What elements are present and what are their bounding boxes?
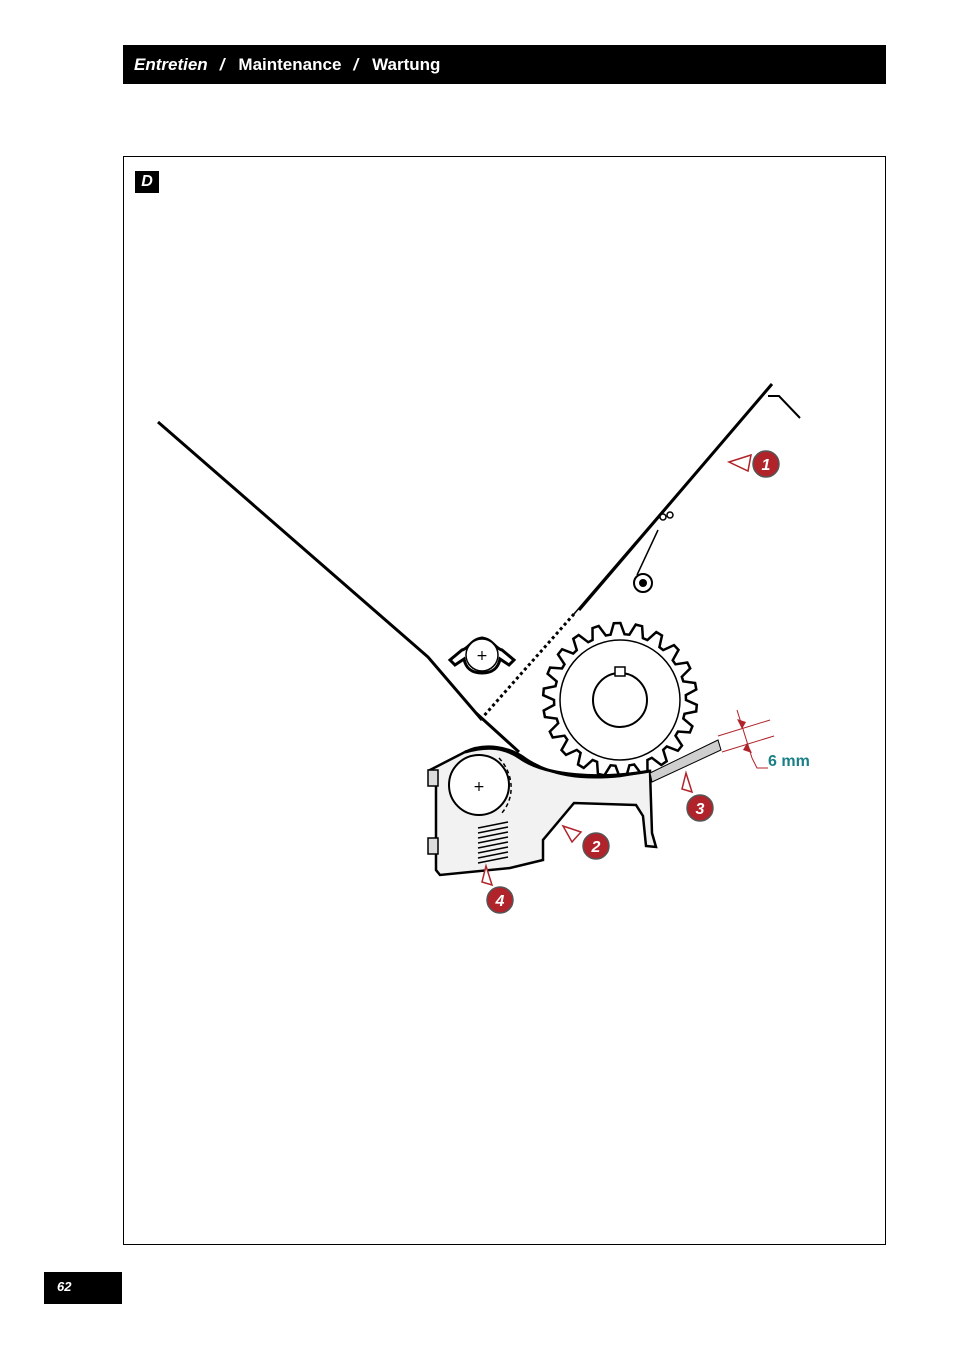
- page-number: 62: [44, 1272, 122, 1304]
- callout-4: 4: [487, 887, 513, 913]
- plate-rivet: [667, 512, 673, 518]
- callout-2: 2: [583, 833, 609, 859]
- gear-hub: [593, 673, 647, 727]
- plate-rivet: [660, 514, 666, 520]
- upper-plate-inner: [574, 394, 763, 614]
- callout-pointer: [682, 773, 692, 792]
- callout-1: 1: [753, 451, 779, 477]
- dimension-label: 6 mm: [768, 753, 810, 770]
- callout-pointer: [729, 455, 751, 471]
- callout-pointer: [563, 826, 581, 842]
- callout-2-label: 2: [591, 839, 601, 856]
- roller-center-mark: +: [473, 779, 485, 795]
- gear-keyway: [615, 667, 625, 676]
- callout-3: 3: [687, 795, 713, 821]
- callout-3-label: 3: [696, 801, 705, 818]
- pivot-pin-center: [639, 579, 647, 587]
- bolt-lower: [428, 838, 438, 854]
- dim-arrow-head: [743, 743, 752, 753]
- left-guide-plate: [158, 422, 482, 720]
- callout-4-label: 4: [495, 893, 505, 910]
- dim-leader: [752, 758, 768, 768]
- callout-1-label: 1: [762, 457, 771, 474]
- cam-center-mark: +: [476, 648, 488, 664]
- bolt-upper: [428, 770, 438, 786]
- upper-plate-flange: [768, 396, 800, 418]
